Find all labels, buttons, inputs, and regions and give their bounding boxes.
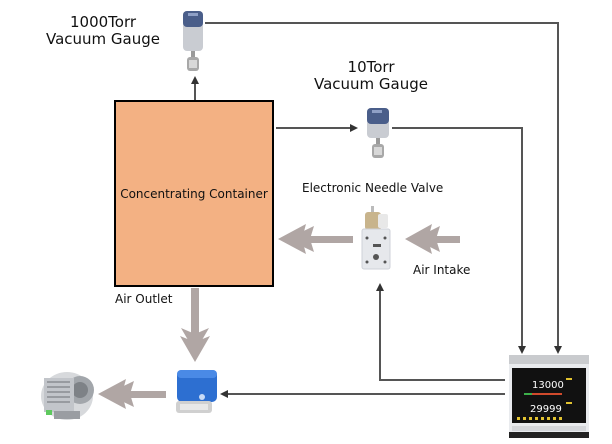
- line-controller-to-needle-valve: [376, 283, 505, 381]
- label-gauge-1000: 1000Torr Vacuum Gauge: [46, 13, 161, 48]
- label-air-intake: Air Intake: [413, 263, 471, 277]
- flow-arrow-intake: [405, 224, 460, 254]
- vacuum-gauge-10-icon: [367, 108, 389, 158]
- vacuum-pump-icon: [41, 372, 94, 420]
- controller-reading-bottom: 29999: [530, 404, 562, 415]
- label-needle-valve: Electronic Needle Valve: [302, 181, 444, 195]
- line-gauge10-to-controller: [392, 127, 526, 354]
- needle-valve-icon: [361, 206, 391, 270]
- motorized-ball-valve-icon: [176, 370, 217, 413]
- label-air-outlet: Air Outlet: [115, 292, 173, 306]
- concentrating-container: Concentrating Container: [114, 100, 274, 287]
- flow-arrow-valve-to-container: [278, 224, 353, 254]
- controller-display-icon: [509, 355, 589, 438]
- line-gauge1000-to-controller: [205, 22, 562, 354]
- label-gauge-10: 10Torr Vacuum Gauge: [314, 58, 429, 93]
- flow-arrows: [98, 224, 460, 409]
- signal-lines: [191, 22, 562, 398]
- vacuum-gauge-1000-icon: [183, 11, 203, 71]
- container-label: Concentrating Container: [120, 186, 268, 201]
- controller-reading-top: 13000: [532, 380, 564, 391]
- flow-arrow-to-pump: [98, 379, 166, 409]
- flow-arrow-outlet-down: [180, 288, 210, 362]
